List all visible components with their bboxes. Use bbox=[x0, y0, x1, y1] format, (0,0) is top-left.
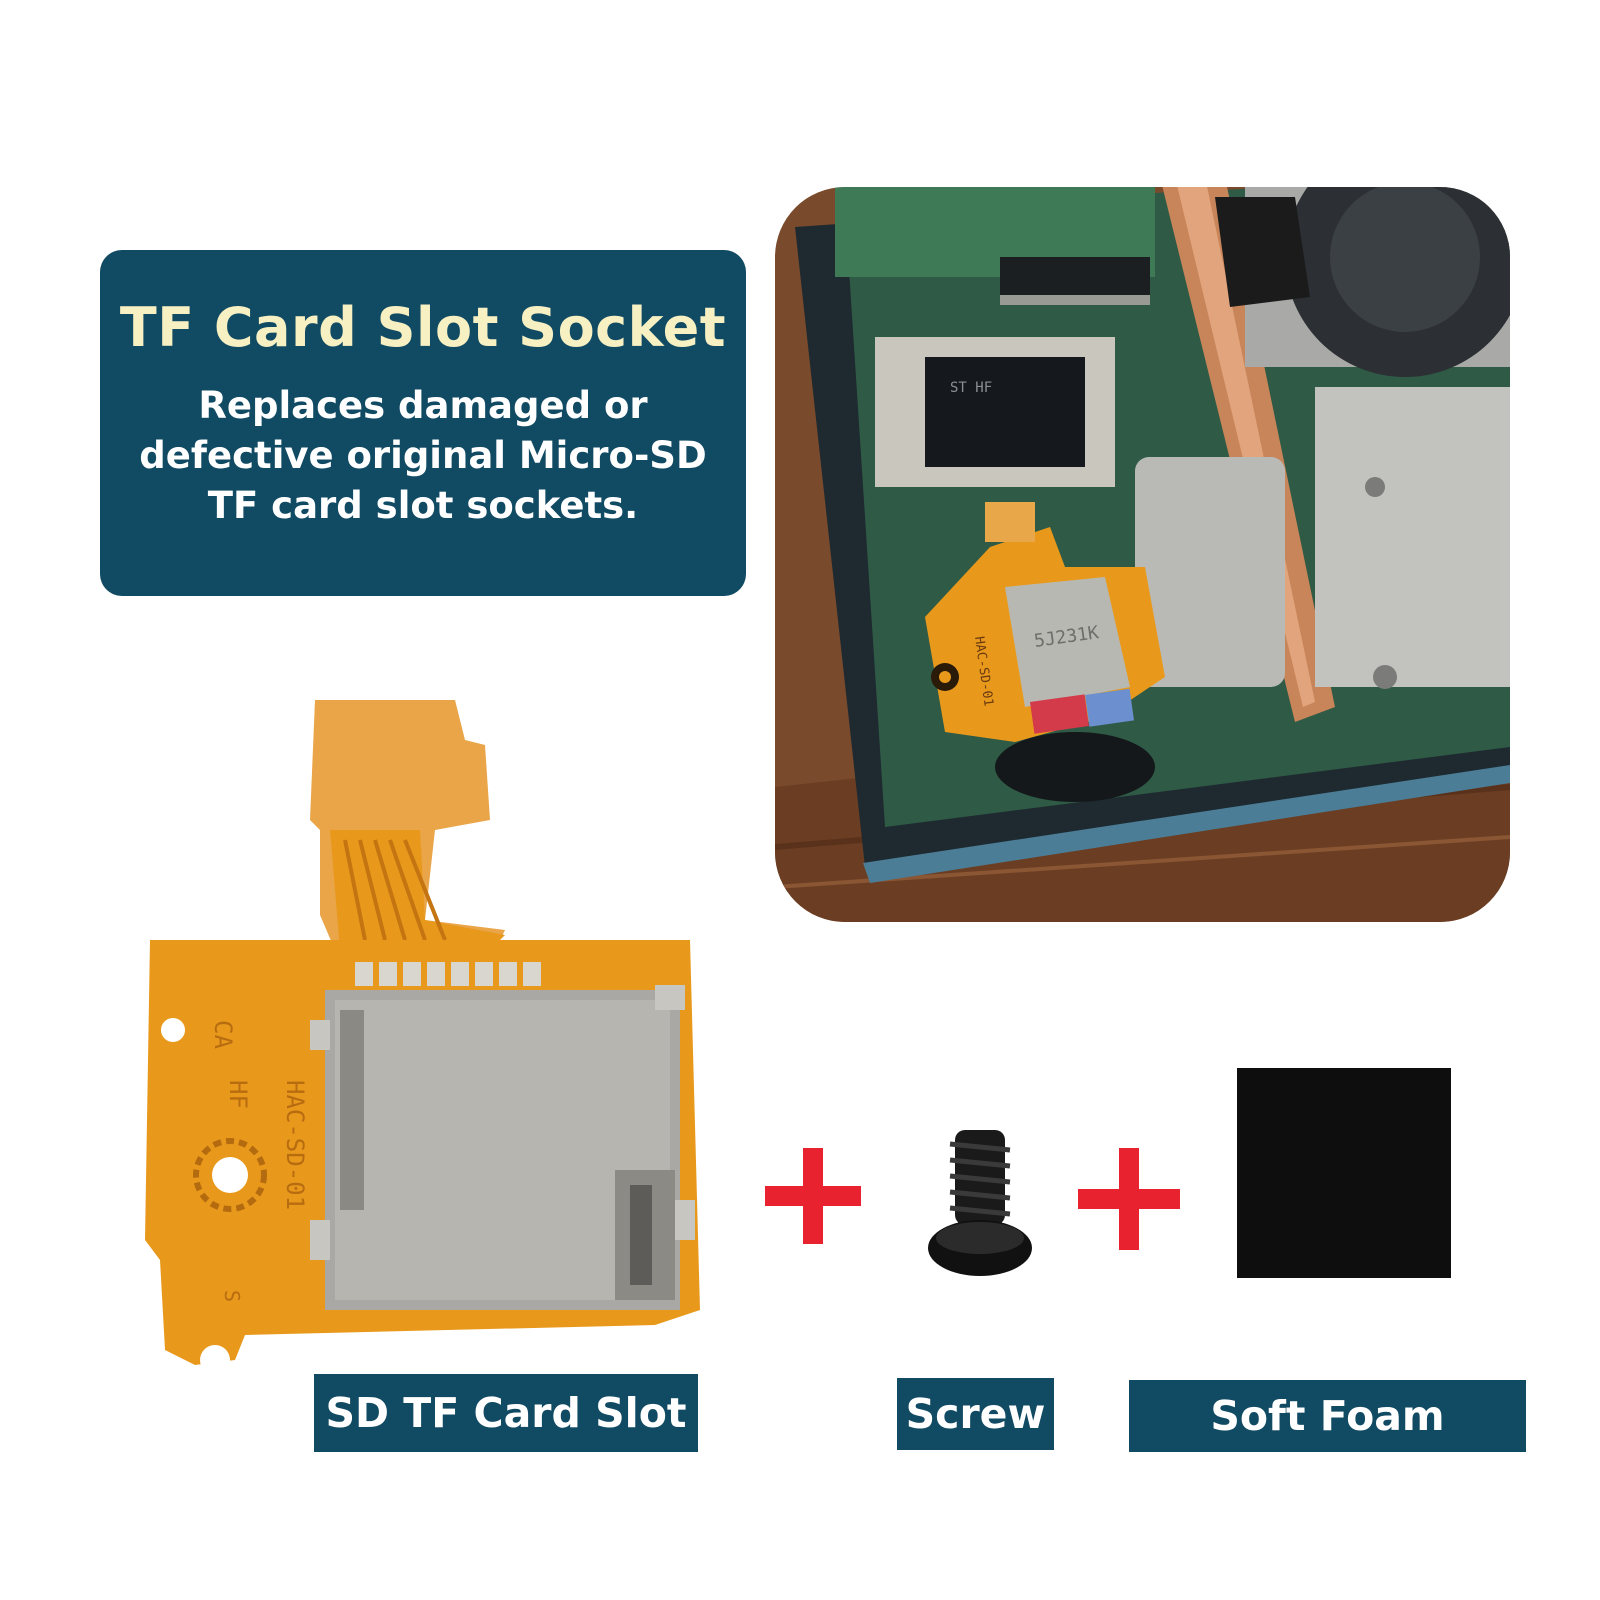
label-sd-tf-card-slot: SD TF Card Slot bbox=[314, 1374, 698, 1452]
title-heading: TF Card Slot Socket bbox=[119, 296, 727, 359]
title-card: TF Card Slot Socket Replaces damaged or … bbox=[100, 250, 746, 596]
plus-icon bbox=[765, 1148, 861, 1244]
label-screw: Screw bbox=[897, 1378, 1054, 1450]
board-text-model: HAC-SD-01 bbox=[281, 1080, 309, 1210]
plus-icon bbox=[1078, 1148, 1180, 1250]
title-description: Replaces damaged or defective original M… bbox=[139, 384, 707, 527]
sd-card-slot-board: HAC-SD-01 CA HF S bbox=[145, 700, 700, 1375]
installation-photo: ST HF 5J231K HAC-SD-01 bbox=[775, 187, 1510, 922]
svg-text:ST HF: ST HF bbox=[950, 380, 992, 396]
board-text-hf: HF bbox=[224, 1080, 252, 1109]
screw-image bbox=[928, 1130, 1032, 1276]
board-text-ca: CA bbox=[209, 1020, 237, 1049]
foam-sticker-image bbox=[1237, 1068, 1451, 1278]
label-soft-foam-sticker: Soft Foam Sticker bbox=[1129, 1380, 1526, 1512]
board-text-s: S bbox=[220, 1290, 244, 1302]
console-board-illustration: ST HF 5J231K HAC-SD-01 bbox=[775, 187, 1510, 922]
